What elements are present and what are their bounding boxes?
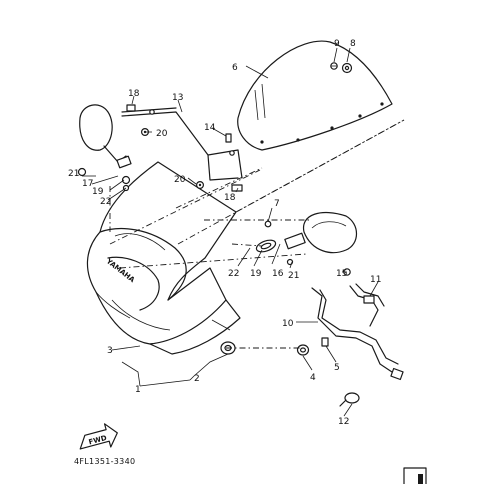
cable-clamp: [339, 392, 360, 407]
callout-10: 10: [282, 319, 294, 329]
callout-labels: 1 2 3 4 5 6 7 8 9 10 11 12 13 14 15 16 1…: [68, 39, 381, 427]
callout-14: 14: [204, 123, 216, 133]
callout-16: 16: [272, 269, 284, 279]
callout-18-lower: 18: [224, 193, 236, 203]
callout-4: 4: [310, 373, 316, 383]
leader-lines: [82, 47, 379, 417]
callout-7: 7: [274, 199, 280, 209]
upper-cowling: YAMAHA: [86, 161, 237, 345]
callout-21-right: 21: [288, 271, 299, 281]
stay-damper: [296, 344, 310, 356]
callout-11: 11: [370, 275, 381, 285]
stay-bracket: [121, 107, 243, 181]
bracket-cap-lower: [231, 184, 243, 192]
mirror-right: [255, 211, 358, 266]
callout-1: 1: [135, 385, 141, 395]
bracket-bolt: [225, 133, 232, 143]
windscreen: [237, 40, 393, 151]
callout-3: 3: [107, 346, 113, 356]
forward-arrow-icon: FWD: [79, 423, 118, 450]
callout-17: 17: [82, 179, 93, 189]
stay-bolt-lower: [196, 181, 205, 190]
corner-bracket: [403, 467, 427, 484]
callout-21-left: 21: [68, 169, 79, 179]
callout-19-left: 19: [92, 187, 104, 197]
callout-8: 8: [350, 39, 356, 49]
callout-6: 6: [232, 63, 238, 73]
callout-5: 5: [334, 363, 340, 373]
callout-9: 9: [334, 39, 340, 49]
windscreen-screw: [330, 62, 338, 70]
callout-22-left: 22: [100, 197, 111, 207]
callout-15: 15: [336, 269, 347, 279]
callout-22-right: 22: [228, 269, 239, 279]
callout-18-upper: 18: [128, 89, 140, 99]
callout-2: 2: [194, 374, 200, 384]
callout-12: 12: [338, 417, 349, 427]
assembly-center-lines: [109, 119, 405, 349]
stay-bolt: [321, 337, 329, 347]
callout-20-lower: 20: [174, 175, 186, 185]
callout-13: 13: [172, 93, 183, 103]
side-panel: [149, 299, 241, 355]
cowling-stay: [311, 268, 404, 381]
mirror-left: [77, 104, 132, 192]
part-code: 4FL1351-3340: [74, 457, 135, 466]
bracket-cap-upper: [126, 104, 136, 112]
callout-19-right: 19: [250, 269, 262, 279]
windscreen-washer: [341, 62, 353, 74]
callout-20-upper: 20: [156, 129, 168, 139]
